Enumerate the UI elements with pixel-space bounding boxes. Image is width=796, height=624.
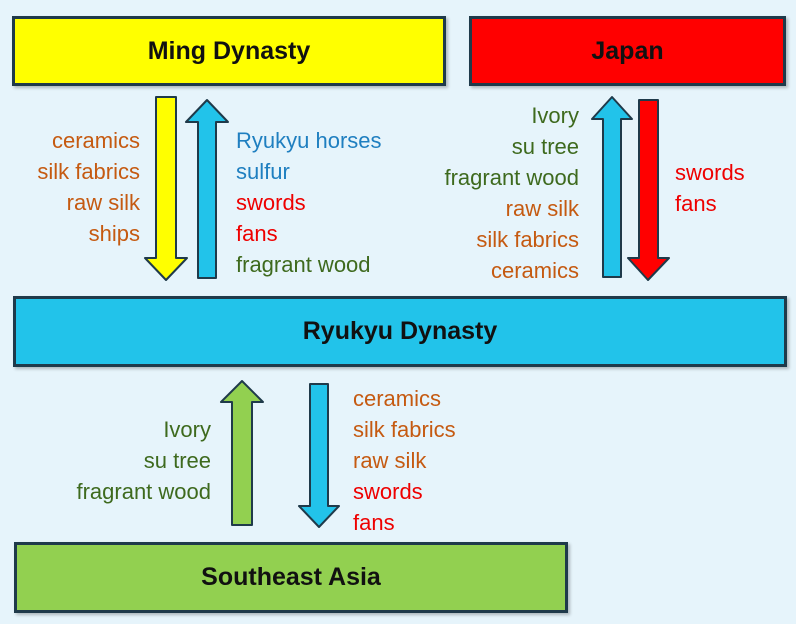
arrow-ryukyu-to-southeast-asia [298, 383, 340, 528]
trade-good-item: silk fabrics [476, 227, 579, 252]
japan-box: Japan [469, 16, 786, 86]
trade-good-item: Ivory [163, 417, 211, 442]
trade-good-item: su tree [143, 448, 211, 473]
trade-good-item: fans [236, 221, 278, 246]
southeast-asia-box: Southeast Asia [14, 542, 568, 613]
ryukyu-to-japan-goods: Ivory su tree fragrant wood raw silk silk fa… [444, 100, 579, 286]
arrow-japan-to-ryukyu [627, 99, 670, 281]
arrow-southeast-asia-to-ryukyu [220, 380, 264, 526]
trade-good-item: fragrant wood [444, 165, 579, 190]
ryukyu-dynasty-box: Ryukyu Dynasty [13, 296, 787, 367]
trade-good-item: raw silk [505, 196, 579, 221]
trade-good-item: ceramics [353, 386, 442, 411]
trade-good-item: fans [353, 510, 395, 535]
japan-to-ryukyu-goods: swords fans [675, 157, 745, 219]
trade-good-item: swords [236, 190, 306, 215]
arrow-ming-to-ryukyu [144, 96, 188, 281]
arrow-ryukyu-to-japan [591, 96, 633, 278]
trade-good-item: ceramics [490, 258, 579, 283]
ryukyu-dynasty-label: Ryukyu Dynasty [302, 317, 498, 345]
trade-good-item: fragrant wood [236, 252, 371, 277]
ming-dynasty-box: Ming Dynasty [12, 16, 446, 86]
arrow-ryukyu-to-ming [185, 99, 229, 279]
trade-good-item: swords [353, 479, 423, 504]
trade-good-item: su tree [511, 134, 579, 159]
ryukyu-to-ming-goods: Ryukyu horses sulfur swords fans fragrant wo… [236, 125, 382, 280]
trade-good-item: fragrant wood [76, 479, 211, 504]
trade-good-item: Ryukyu horses [236, 128, 382, 153]
japan-label: Japan [591, 36, 664, 65]
trade-good-item: fans [675, 191, 717, 216]
ming-dynasty-label: Ming Dynasty [147, 36, 311, 65]
trade-good-item: Ivory [531, 103, 579, 128]
trade-good-item: raw silk [353, 448, 427, 473]
southeast-asia-to-ryukyu-goods: Ivory su tree fragrant wood [76, 414, 211, 507]
trade-good-item: swords [675, 160, 745, 185]
ming-to-ryukyu-goods: ceramics silk fabrics raw silk ships [37, 125, 140, 249]
trade-good-item: ceramics [51, 128, 140, 153]
ryukyu-to-southeast-asia-goods: ceramics silk fabrics raw silk swords fans [353, 383, 456, 538]
trade-good-item: sulfur [236, 159, 290, 184]
trade-good-item: raw silk [66, 190, 140, 215]
trade-good-item: silk fabrics [37, 159, 140, 184]
trade-good-item: ships [88, 221, 140, 246]
trade-good-item: silk fabrics [353, 417, 456, 442]
southeast-asia-label: Southeast Asia [201, 563, 381, 591]
